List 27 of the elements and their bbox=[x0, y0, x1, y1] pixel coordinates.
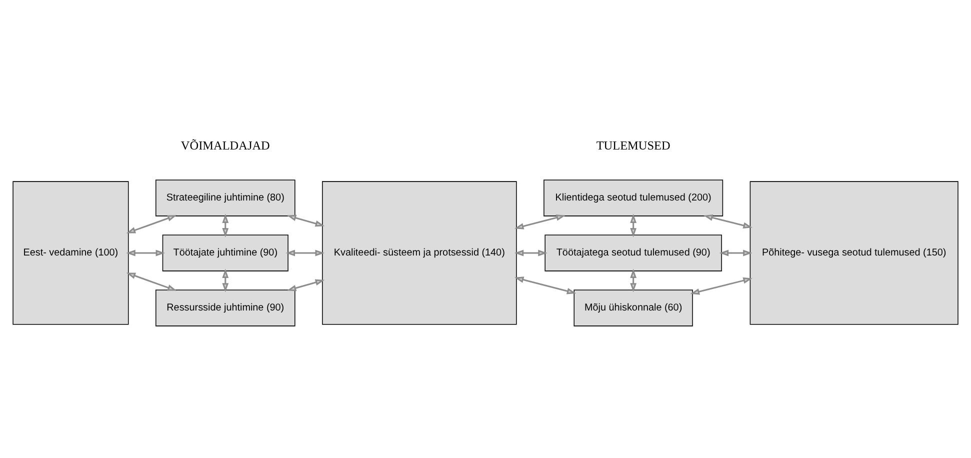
node-box: Klientidega seotud tulemused (200) bbox=[544, 179, 724, 216]
node-box: Eest- vedamine (100) bbox=[12, 180, 129, 324]
node-box: Töötajatega seotud tulemused (90) bbox=[544, 234, 722, 271]
arrow bbox=[222, 213, 229, 237]
arrow bbox=[126, 214, 177, 233]
arrow bbox=[704, 214, 752, 228]
label: TULEMUSED bbox=[596, 138, 670, 152]
label: VÕIMALDAJAD bbox=[180, 138, 270, 152]
node-box: Mõju ühiskonnale (60) bbox=[574, 289, 693, 326]
arrow bbox=[126, 272, 177, 290]
arrow bbox=[719, 249, 752, 256]
node-box: Töötajate juhtimine (90) bbox=[162, 234, 288, 271]
node-box: Strateegiline juhtimine (80) bbox=[155, 179, 296, 216]
arrow bbox=[286, 214, 325, 226]
arrow bbox=[514, 249, 548, 256]
arrow bbox=[126, 249, 165, 256]
node-box: Ressursside juhtimine (90) bbox=[155, 289, 296, 326]
arrow bbox=[630, 213, 637, 237]
arrow bbox=[690, 276, 752, 294]
arrow bbox=[514, 276, 576, 294]
arrow bbox=[222, 268, 229, 292]
node-box: Põhitege- vusega seotud tulemused (150) bbox=[750, 180, 958, 324]
arrow bbox=[514, 214, 566, 229]
arrow bbox=[286, 249, 324, 256]
arrow bbox=[630, 268, 637, 292]
arrow bbox=[286, 278, 325, 291]
node-box: Kvaliteedi- süsteem ja protsessid (140) bbox=[322, 180, 517, 324]
